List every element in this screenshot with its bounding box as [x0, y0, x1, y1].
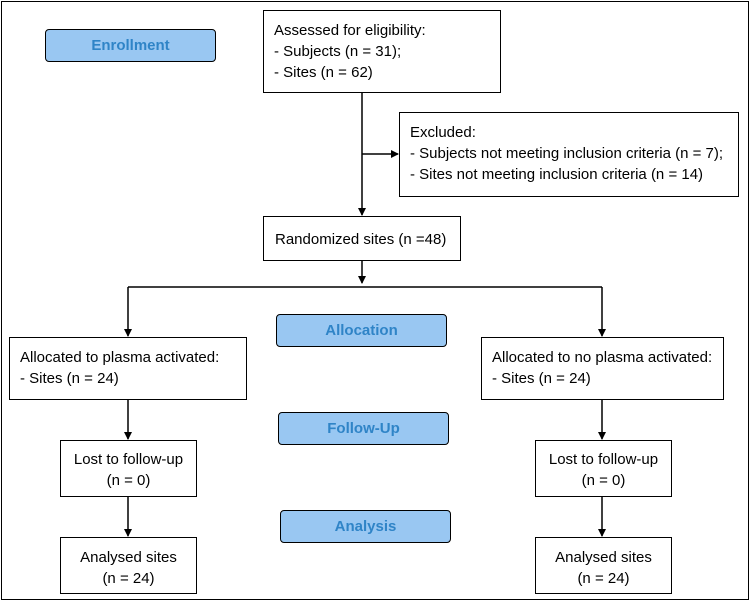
left-allocated-box: Allocated to plasma activated: - Sites (…	[9, 337, 247, 400]
assessed-box: Assessed for eligibility: - Subjects (n …	[263, 10, 501, 93]
left-lost-title: Lost to follow-up	[73, 451, 184, 468]
right-analysed-box: Analysed sites (n = 24)	[535, 537, 672, 594]
stage-enrollment: Enrollment	[45, 29, 216, 62]
right-allocated-title: Allocated to no plasma activated:	[492, 349, 713, 366]
randomized-box: Randomized sites (n =48)	[263, 216, 461, 261]
right-allocated-sites: - Sites (n = 24)	[492, 370, 591, 387]
excluded-box: Excluded: - Subjects not meeting inclusi…	[399, 112, 739, 197]
excluded-subjects: - Subjects not meeting inclusion criteri…	[410, 145, 724, 162]
right-analysed-title: Analysed sites	[555, 549, 652, 566]
stage-analysis: Analysis	[280, 510, 451, 543]
assessed-title: Assessed for eligibility:	[274, 22, 426, 39]
assessed-subjects: - Subjects (n = 31);	[274, 43, 402, 60]
left-allocated-title: Allocated to plasma activated:	[20, 349, 220, 366]
randomized-label: Randomized sites (n =48)	[275, 231, 447, 248]
left-lost-box: Lost to follow-up (n = 0)	[60, 440, 197, 497]
stage-follow-up: Follow-Up	[278, 412, 449, 445]
left-allocated-sites: - Sites (n = 24)	[20, 370, 119, 387]
left-analysed-n: (n = 24)	[102, 570, 155, 587]
left-lost-n: (n = 0)	[106, 472, 151, 489]
excluded-sites: - Sites not meeting inclusion criteria (…	[410, 166, 704, 183]
left-analysed-box: Analysed sites (n = 24)	[60, 537, 197, 594]
right-lost-box: Lost to follow-up (n = 0)	[535, 440, 672, 497]
right-lost-title: Lost to follow-up	[548, 451, 659, 468]
assessed-sites: - Sites (n = 62)	[274, 64, 373, 81]
right-lost-n: (n = 0)	[581, 472, 626, 489]
stage-allocation: Allocation	[276, 314, 447, 347]
right-analysed-n: (n = 24)	[577, 570, 630, 587]
excluded-title: Excluded:	[410, 124, 476, 141]
left-analysed-title: Analysed sites	[80, 549, 177, 566]
right-allocated-box: Allocated to no plasma activated: - Site…	[481, 337, 724, 400]
